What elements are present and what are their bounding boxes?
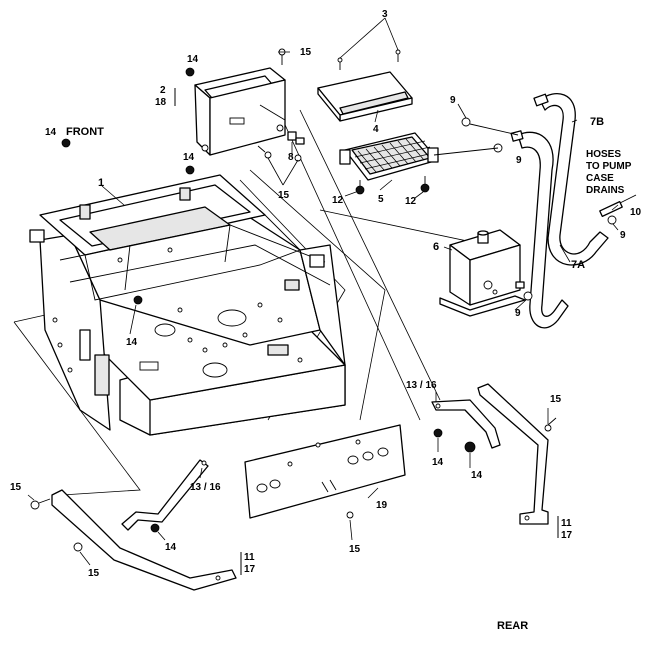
plate-part-19 (244, 424, 406, 519)
label-14-frame: 14 (126, 337, 138, 348)
label-11-left: 11 (244, 552, 255, 563)
label-15-bottom: 15 (349, 544, 361, 555)
bracket-bars (174, 88, 559, 575)
oil-cooler-part-5 (339, 132, 439, 195)
label-hoses-3: CASE (586, 173, 614, 184)
label-3: 3 (382, 9, 388, 20)
label-15-right: 15 (550, 394, 562, 405)
label-11-right: 11 (561, 518, 572, 529)
fitting-10 (599, 194, 637, 218)
label-5: 5 (378, 194, 384, 205)
label-9-mid: 9 (516, 155, 522, 166)
label-rear: REAR (497, 620, 528, 632)
label-14-right-a: 14 (432, 457, 444, 468)
label-15-left-bottom: 15 (88, 568, 100, 579)
label-12-left: 12 (332, 195, 344, 206)
arm-11-17-right (477, 383, 549, 525)
hardware-fasteners (30, 48, 557, 552)
label-15-mid: 15 (278, 190, 290, 201)
label-9-bottom: 9 (515, 308, 521, 319)
label-12-right: 12 (405, 196, 417, 207)
arm-13-16-right (431, 399, 501, 449)
label-9-top: 9 (450, 95, 456, 106)
label-1: 1 (98, 177, 104, 189)
label-13-16-left: 13 / 16 (190, 482, 221, 493)
label-14-top: 14 (187, 54, 199, 65)
label-10: 10 (630, 207, 642, 218)
hose-7a (510, 130, 569, 329)
main-frame (29, 174, 346, 436)
label-6: 6 (433, 241, 439, 253)
label-18: 18 (155, 97, 167, 108)
label-hoses-2: TO PUMP (586, 161, 632, 172)
label-15-top: 15 (300, 47, 312, 58)
label-17-left: 17 (244, 564, 256, 575)
label-hoses-1: HOSES (586, 149, 621, 160)
label-front: FRONT (66, 126, 104, 138)
label-13-16-right: 13 / 16 (406, 380, 437, 391)
label-14-right-b: 14 (471, 470, 483, 481)
label-hoses-4: DRAINS (586, 185, 625, 196)
label-4: 4 (373, 124, 379, 135)
arm-11-17-left (51, 489, 237, 591)
label-19: 19 (376, 500, 388, 511)
label-14-left: 14 (165, 542, 177, 553)
label-7a: 7A (571, 259, 585, 271)
label-15-left: 15 (10, 482, 22, 493)
label-9-right: 9 (620, 230, 626, 241)
label-17-right: 17 (561, 530, 573, 541)
cover-part-4 (317, 71, 413, 122)
label-14-mid: 14 (183, 152, 195, 163)
fittings-9 (433, 117, 617, 301)
hose-7b (533, 92, 609, 266)
callout-labels: 3 14 15 2 18 4 9 7B 14 FRONT HOSES TO PU… (10, 9, 642, 632)
label-8: 8 (288, 152, 294, 163)
callout-leaders (27, 17, 619, 566)
label-2: 2 (160, 85, 166, 96)
bracket-part-2 (194, 67, 286, 156)
arm-13-16-left (121, 459, 209, 531)
reservoir-tank-part-6 (439, 229, 526, 317)
projection-lines (13, 91, 511, 496)
label-14-front: 14 (45, 127, 57, 138)
label-7b: 7B (590, 116, 604, 128)
